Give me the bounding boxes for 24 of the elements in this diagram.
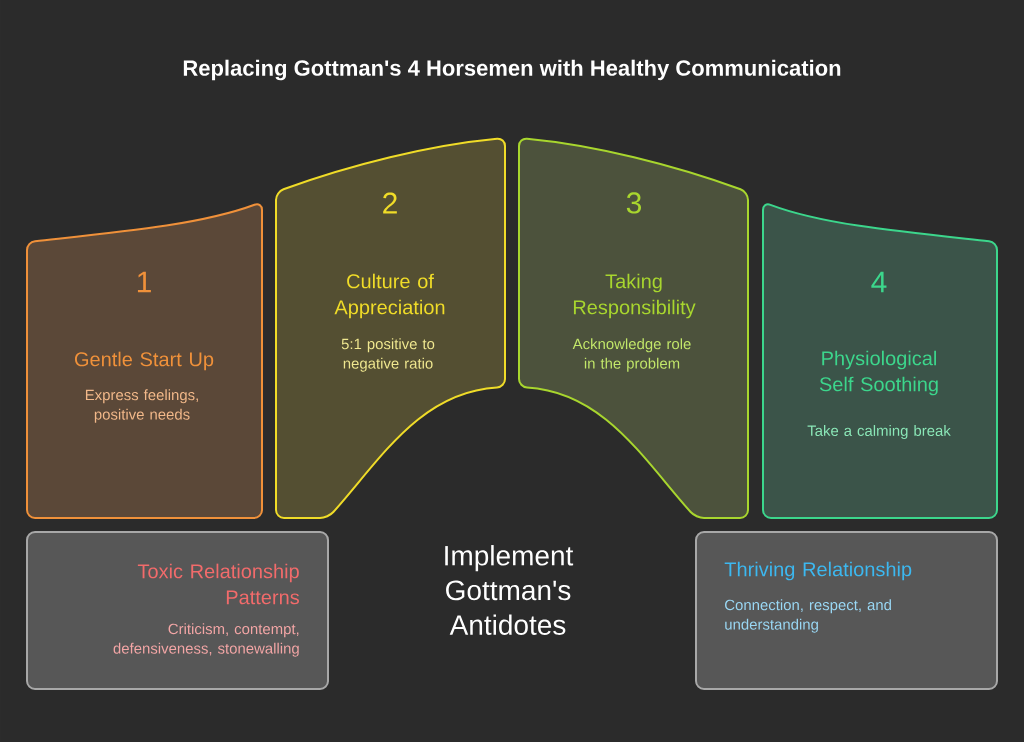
title: Replacing Gottman's 4 Horsemen with Healthy Communication bbox=[183, 59, 841, 81]
card-description: 5:1 positive to negative ratio bbox=[341, 338, 435, 372]
card-title: Culture of Appreciation bbox=[334, 273, 445, 319]
card bbox=[26, 531, 329, 690]
card-title: Gentle Start Up bbox=[75, 351, 214, 371]
card-number: 4 bbox=[871, 271, 887, 293]
card-title: Taking Responsibility bbox=[573, 273, 696, 319]
card-description: Take a calming break bbox=[807, 425, 951, 439]
center-label: Implement Gottman's Antidotes bbox=[445, 545, 574, 635]
card bbox=[762, 203, 998, 519]
card-number: 2 bbox=[383, 192, 397, 214]
card-number: 1 bbox=[137, 271, 151, 293]
card-description: Connection, respect, and understanding bbox=[725, 599, 891, 633]
card-title: Toxic Relationship Patterns bbox=[137, 563, 299, 605]
card bbox=[695, 531, 998, 690]
card bbox=[26, 203, 263, 519]
card-description: Express feelings, positive needs bbox=[85, 389, 198, 423]
card-description: Acknowledge role in the problem bbox=[572, 338, 691, 372]
card bbox=[518, 137, 749, 519]
card-title: Physiological Self Soothing bbox=[819, 350, 938, 396]
card-number: 3 bbox=[626, 192, 642, 214]
card-description: Criticism, contempt, defensiveness, stonewalling bbox=[113, 623, 299, 657]
card bbox=[275, 137, 506, 519]
card-title: Thriving Relationship bbox=[724, 561, 912, 581]
